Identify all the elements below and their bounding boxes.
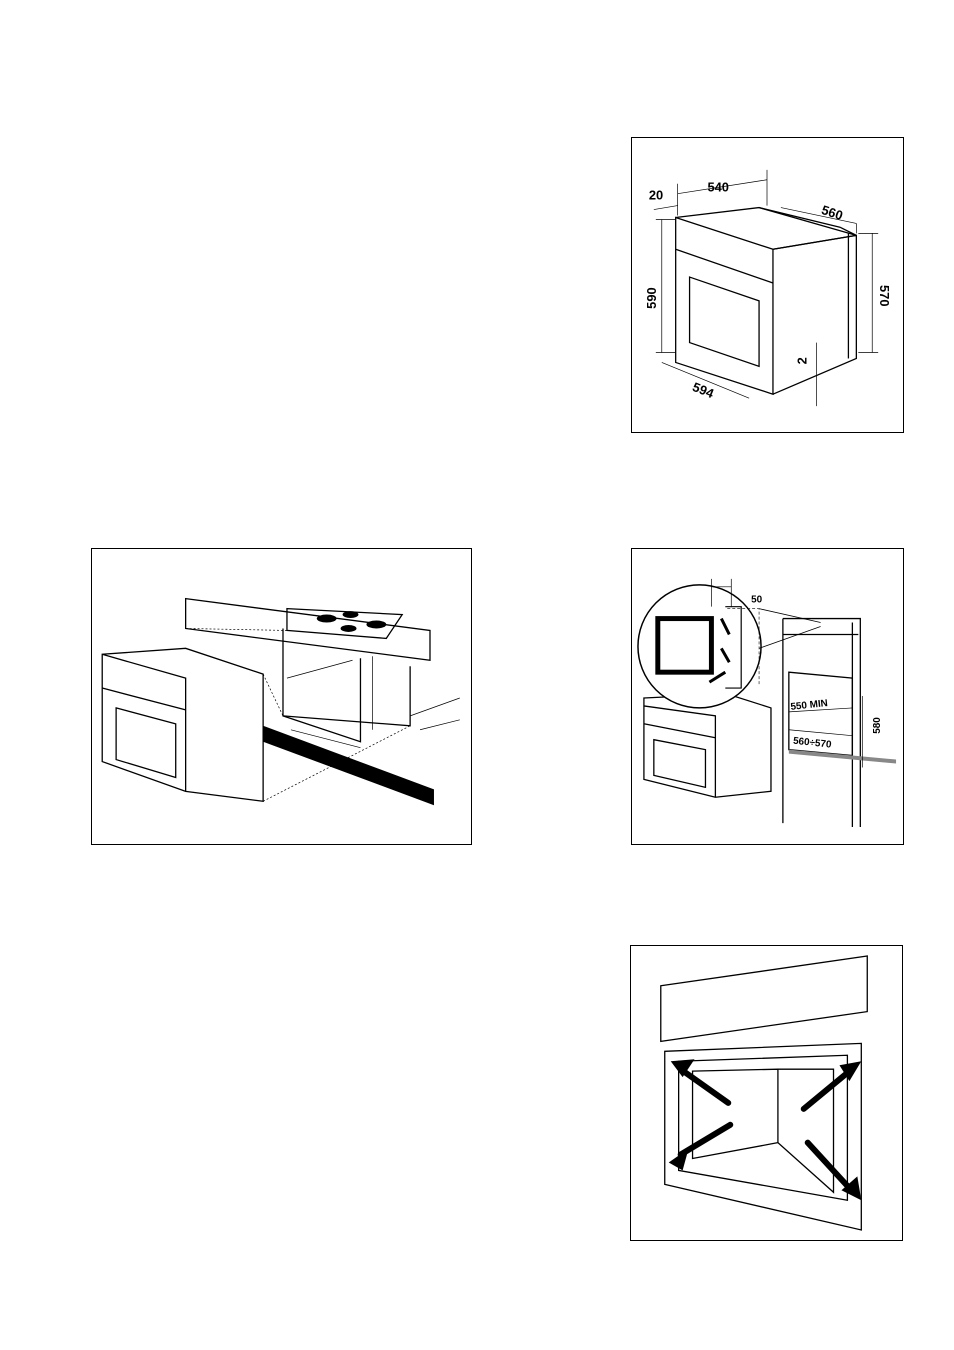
- cabinet-installation-figure: [91, 548, 472, 845]
- oven-dimensions-drawing: 20 540 560 590 570 2 594: [632, 138, 903, 432]
- dim-depth-label: 560: [820, 202, 845, 223]
- cabinet-floor: [789, 750, 896, 764]
- oven-body: [102, 648, 263, 801]
- fixing-arrows: [681, 1069, 852, 1190]
- oven-side-face: [773, 235, 856, 394]
- fixing-points-figure: [630, 945, 903, 1241]
- cabinet-installation-drawing: [92, 549, 471, 844]
- oven-window: [690, 277, 759, 366]
- dim-cabinet-height-label: 570: [877, 285, 892, 307]
- oven-window: [116, 708, 176, 778]
- dim-front-width-label: 594: [690, 379, 716, 401]
- oven-front-face: [676, 217, 773, 394]
- dim-width-top-label: 540: [707, 180, 729, 195]
- dim-offset-label: 20: [649, 188, 663, 203]
- ventilation-drawing: 50 550 MIN 580 560÷570: [632, 549, 903, 844]
- fixing-points-drawing: [631, 946, 902, 1240]
- ventilation-figure: 50 550 MIN 580 560÷570: [631, 548, 904, 845]
- niche-height-label: 580: [872, 717, 883, 734]
- depth-range-label: 560÷570: [792, 736, 832, 751]
- oven-window: [654, 740, 706, 788]
- ventilation-gap-label: 50: [751, 595, 763, 606]
- dim-height-label: 590: [644, 287, 659, 309]
- min-width-label: 550 MIN: [790, 698, 828, 713]
- control-panel: [661, 956, 867, 1041]
- oven-dimensions-figure: 20 540 560 590 570 2 594: [631, 137, 904, 433]
- hob-burners: [317, 611, 387, 632]
- dim-gap-label: 2: [795, 357, 810, 364]
- oven-body: [644, 694, 771, 797]
